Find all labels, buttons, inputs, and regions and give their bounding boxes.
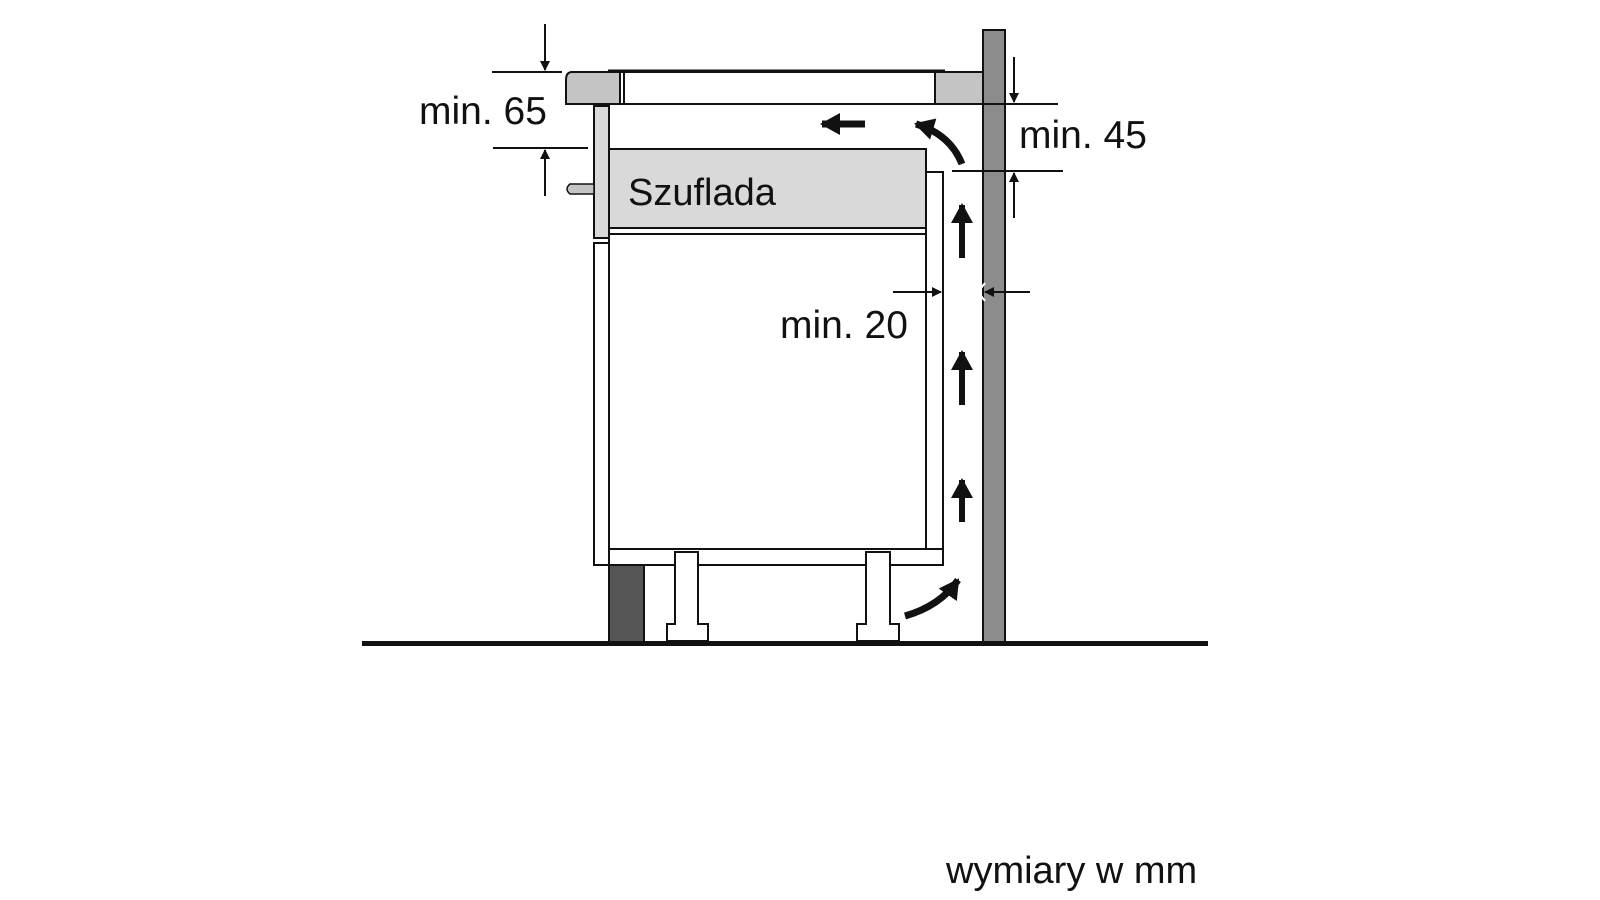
worktop-left [565,71,621,105]
cabinet-leg-left [666,551,709,642]
airflow-curve-arrow [914,118,966,166]
cabinet-body [608,233,927,550]
floor [362,641,1208,646]
dim-label-wall-gap-top: min. 45 [1019,114,1147,157]
wall [982,29,1006,643]
dim-label-top-clearance: min. 65 [419,90,547,133]
hob [619,71,936,105]
worktop-right [934,71,984,105]
plinth [608,564,645,643]
dim-label-side-gap: min. 20 [780,304,908,347]
drawer-label: Szuflada [628,172,776,214]
cabinet-door [593,242,610,566]
cabinet-back-panel [925,171,944,550]
cabinet-leg-right [856,551,900,642]
drawer-handle [566,183,595,195]
drawer-front-panel [593,105,610,239]
units-note: wymiary w mm [946,850,1198,892]
drawer [608,148,927,229]
airflow-intake-arrow [904,577,961,620]
cabinet-bottom [608,548,944,566]
